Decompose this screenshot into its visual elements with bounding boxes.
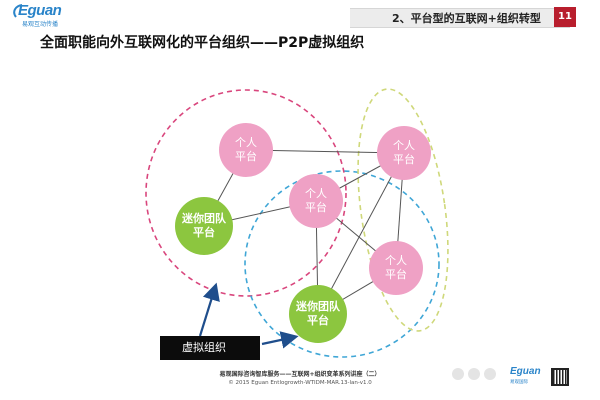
node-label-bottom: 平台 (235, 150, 257, 163)
team-node: 迷你团队 平台 (289, 285, 347, 343)
node-label-top: 迷你团队 (182, 212, 226, 226)
brand-logo: Eguan 易观互动传播 (12, 2, 82, 30)
pink-boundary (145, 89, 347, 297)
connector-p3-t2 (317, 152, 405, 315)
virtual-org-callout: 虚拟组织 (160, 336, 260, 360)
node-label-top: 个人 (305, 187, 327, 201)
node-label-bottom: 平台 (307, 314, 329, 327)
node-label-bottom: 平台 (193, 226, 215, 239)
logo-swoosh-icon (13, 4, 23, 18)
footer-series-title: 易观国际咨询智库服务——互联网+组织变革系列讲座（二） (219, 371, 381, 378)
blue-boundary (244, 170, 440, 358)
node-label-bottom: 平台 (393, 153, 415, 166)
person-node: 个人 平台 (369, 241, 423, 295)
person-node: 个人 平台 (219, 123, 273, 177)
node-label-top: 迷你团队 (296, 300, 340, 314)
callout-arrow-left (198, 282, 220, 337)
node-label-top: 个人 (235, 136, 257, 150)
person-node: 个人 平台 (289, 174, 343, 228)
node-label-top: 个人 (393, 139, 415, 153)
person-node: 个人 平台 (377, 126, 431, 180)
node-label-bottom: 平台 (305, 201, 327, 214)
node-label-bottom: 平台 (385, 268, 407, 281)
footer-logo: Eguan 易观国际 (508, 366, 550, 390)
yellow-boundary (357, 88, 449, 332)
qr-code-icon (551, 368, 569, 386)
header-bar (350, 8, 570, 28)
node-label-top: 个人 (385, 254, 407, 268)
section-title: 2、平台型的互联网+组织转型 (392, 12, 541, 25)
footer-logo-tagline: 易观国际 (510, 380, 528, 385)
logo-wordmark: Eguan (18, 2, 62, 19)
footer-logo-wordmark: Eguan (510, 366, 541, 377)
footer-copyright: © 2015 Eguan Entlogrowth-WTIDM-MAR.13-la… (228, 380, 372, 386)
team-node: 迷你团队 平台 (175, 197, 233, 255)
logo-tagline: 易观互动传播 (22, 21, 59, 28)
slide-title: 全面职能向外互联网化的平台组织——P2P虚拟组织 (40, 35, 365, 51)
page-number: 11 (554, 7, 576, 27)
callout-arrow-right (261, 331, 299, 349)
